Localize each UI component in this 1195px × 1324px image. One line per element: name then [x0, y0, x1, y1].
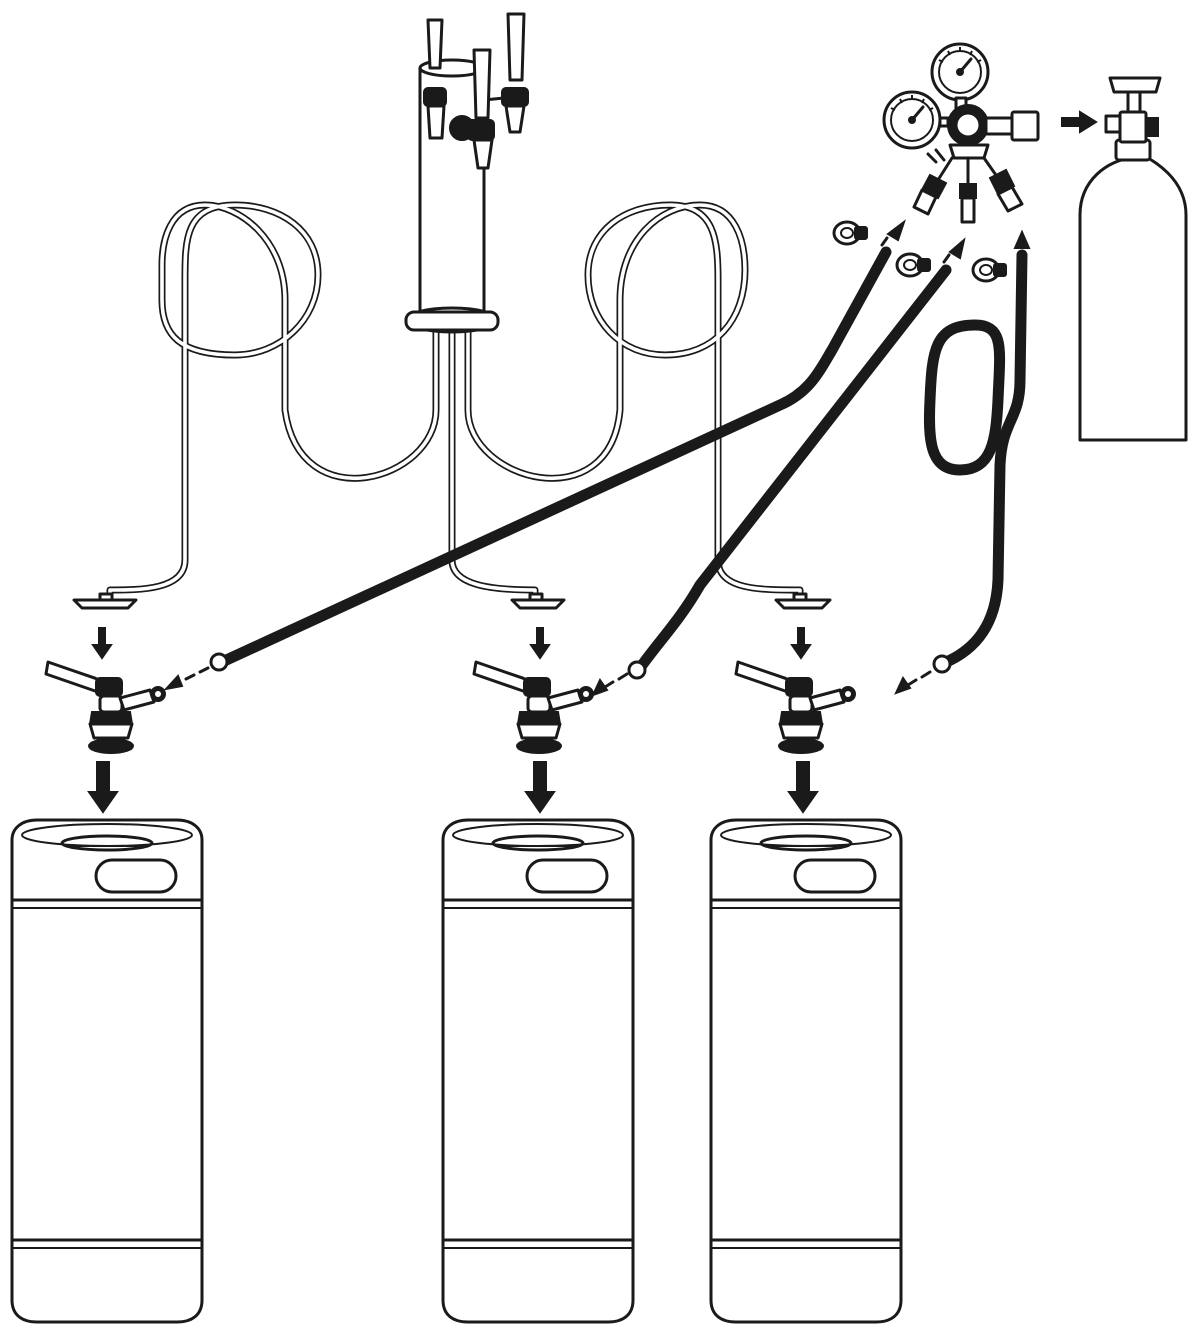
gas-outlet-2 — [959, 183, 977, 224]
hose-clamp-icon — [832, 220, 869, 246]
hose-clamp-icon — [895, 252, 932, 278]
faucet-left — [423, 18, 447, 140]
keg-center — [441, 818, 635, 1324]
beer-tower — [404, 12, 529, 334]
arrow-down-icon — [91, 627, 113, 660]
hose-clamp-icon — [971, 257, 1008, 283]
arrow-right-icon — [1061, 110, 1098, 134]
arrow-down-icon — [529, 627, 551, 660]
gas-hose-3 — [923, 249, 1028, 674]
gas-hose-1 — [209, 246, 892, 672]
beer-line-right — [464, 201, 804, 602]
faucet-center — [449, 48, 495, 170]
arrow-down-icon — [87, 761, 119, 814]
keg-coupler-left — [44, 660, 167, 755]
keg-coupler-center — [472, 660, 595, 755]
beer-line-center — [448, 321, 539, 602]
arrow-left-icon — [894, 670, 932, 695]
tailpiece-left — [72, 592, 138, 610]
arrow-down-icon — [790, 627, 812, 660]
gas-hose-2 — [627, 264, 952, 680]
keg-right — [709, 818, 903, 1324]
tailpiece-center — [510, 592, 566, 610]
keg-left — [10, 818, 204, 1324]
pressure-gauge-icon — [930, 42, 990, 102]
arrow-left-icon — [163, 666, 210, 691]
gas-outlet-3 — [988, 168, 1024, 213]
co2-cylinder — [1078, 76, 1188, 442]
arrow-up-icon — [942, 237, 966, 264]
arrow-up-icon — [1013, 229, 1031, 264]
arrow-up-icon — [880, 219, 906, 247]
tailpiece-right — [774, 592, 832, 610]
arrow-down-icon — [787, 761, 819, 814]
gas-outlet-1 — [912, 173, 948, 216]
keg-coupler-right — [734, 660, 857, 755]
arrow-down-icon — [524, 761, 556, 814]
pressure-gauge-icon — [882, 90, 942, 150]
beer-line-left — [106, 201, 440, 602]
co2-regulator — [882, 42, 1040, 224]
faucet-right — [482, 12, 529, 134]
arrow-left-icon — [591, 672, 629, 697]
